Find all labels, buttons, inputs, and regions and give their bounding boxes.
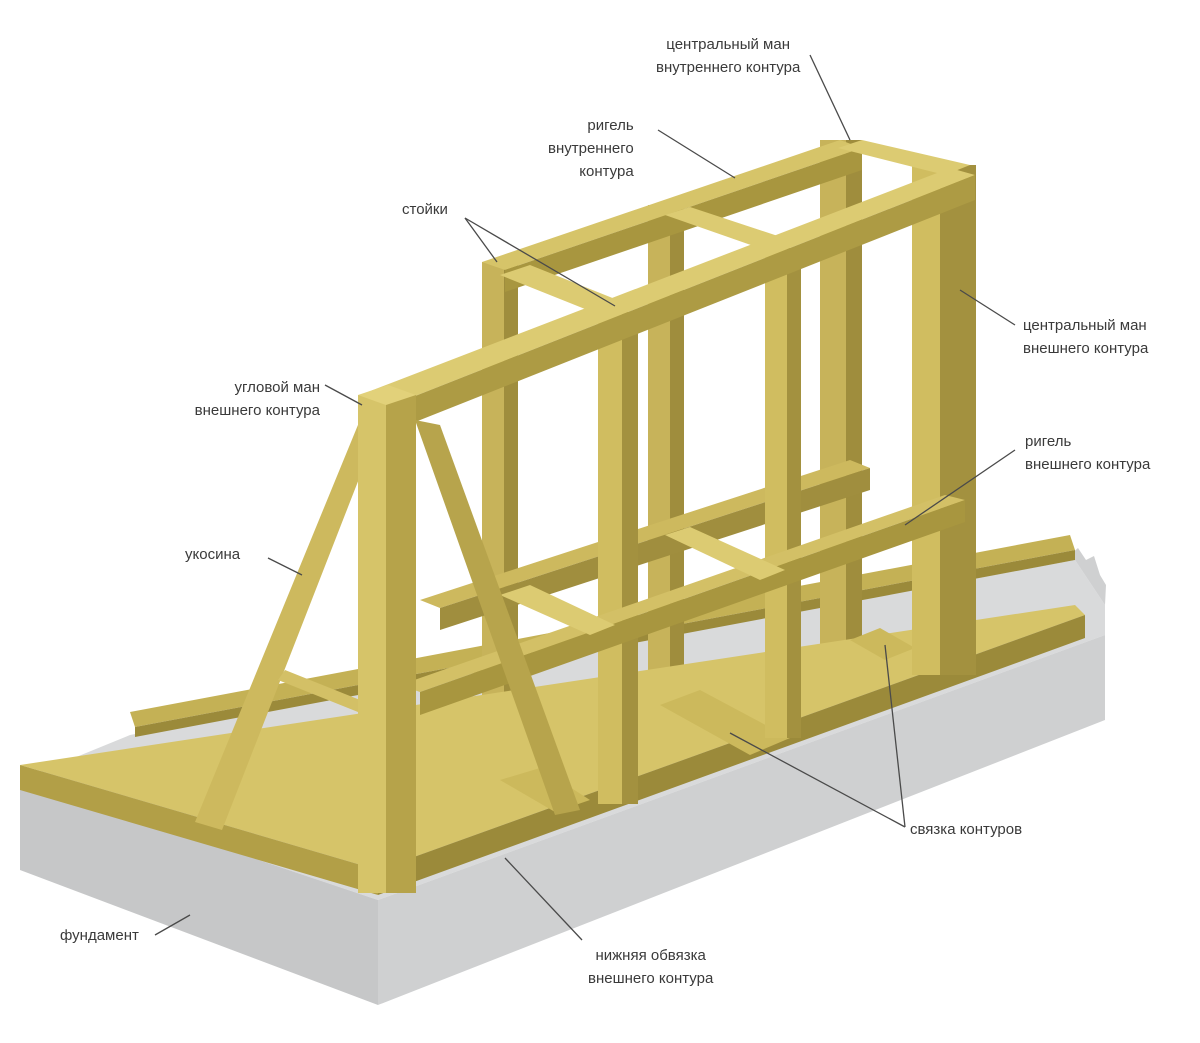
tie: [838, 140, 970, 175]
leader-rigel-outer: [904, 449, 1016, 526]
outer-post-2: [765, 248, 787, 738]
outer-mid-post-side: [622, 312, 638, 804]
label-central-inner: центральный ман внутреннего контура: [656, 33, 800, 79]
tie: [850, 628, 915, 660]
leader-ukosina: [267, 557, 303, 576]
beam-top: [400, 495, 965, 692]
label-line: ригель: [587, 117, 634, 134]
tie: [665, 207, 790, 250]
outer-central-post-side: [940, 165, 976, 675]
leader-stoiki-1: [464, 217, 498, 263]
beam-side: [400, 175, 975, 428]
leader-svyazka-2: [884, 644, 906, 828]
corner-post-top: [358, 385, 416, 405]
label-line: укосина: [185, 546, 241, 563]
label-line: нижняя обвязка: [595, 947, 706, 964]
inner-central-post-side: [846, 140, 862, 650]
label-line: фундамент: [60, 927, 139, 944]
beam: [420, 460, 870, 608]
foundation-front: [20, 780, 378, 1005]
tie: [660, 690, 790, 755]
outer-posts: [598, 165, 976, 804]
label-rigel-outer: ригель внешнего контура: [1025, 430, 1150, 476]
label-line: внешнего контура: [1023, 340, 1149, 357]
leader-bottom-plate: [504, 857, 583, 941]
label-ukosina: укосина: [185, 543, 240, 566]
leader-stoiki-2: [464, 217, 616, 307]
beam-top: [360, 168, 975, 402]
leader-central-inner: [809, 54, 851, 141]
inner-mid-post: [648, 205, 670, 705]
label-line: контура: [579, 163, 634, 180]
leader-svyazka-1: [729, 732, 906, 828]
corner-post: [358, 385, 416, 893]
top-cross-ties: [500, 140, 970, 635]
label-line: внешнего контура: [1025, 456, 1151, 473]
label-line: внутреннего контура: [656, 59, 801, 76]
label-line: внешнего контура: [588, 970, 714, 987]
inner-middle-rail: [420, 460, 870, 630]
beam: [482, 140, 862, 270]
label-central-outer: центральный ман внешнего контура: [1023, 314, 1148, 360]
label-line: внутреннего: [548, 140, 634, 157]
label-line: стойки: [402, 201, 448, 218]
leader-central-outer: [959, 289, 1016, 326]
foundation-ragged-edge: [1070, 548, 1106, 605]
foundation-side: [378, 635, 1105, 1005]
label-svyazka: связка контуров: [910, 818, 1022, 841]
label-line: центральный ман: [1023, 317, 1147, 334]
brace-left: [195, 420, 380, 830]
label-corner-outer: угловой ман внешнего контура: [162, 376, 320, 422]
beam-side: [378, 615, 1085, 895]
beam-front: [20, 765, 378, 895]
corner-post-front: [358, 395, 386, 893]
label-line: угловой ман: [234, 379, 320, 396]
label-rigel-inner: ригель внутреннего контура: [548, 114, 634, 183]
tie: [665, 527, 785, 580]
label-line: центральный ман: [666, 36, 790, 53]
label-stoiki: стойки: [402, 198, 448, 221]
tie: [500, 585, 615, 635]
leader-corner-outer: [324, 384, 363, 406]
tie: [500, 265, 630, 315]
leader-lines: [154, 54, 1016, 941]
label-line: ригель: [1025, 433, 1072, 450]
brace-right: [415, 420, 580, 815]
label-fundament: фундамент: [60, 924, 139, 947]
outer-top-rail: [360, 168, 975, 428]
label-bottom-plate: нижняя обвязка внешнего контура: [588, 944, 713, 990]
corner-post-side: [386, 395, 416, 893]
beam: [440, 468, 870, 630]
label-line: внешнего контура: [194, 402, 320, 419]
label-line: связка контуров: [910, 821, 1023, 838]
brace-crossbar: [278, 670, 360, 712]
outer-post-2-side: [787, 248, 801, 738]
outer-central-post: [912, 165, 940, 675]
outer-middle-rail: [400, 495, 965, 715]
inner-mid-post-side: [670, 205, 684, 705]
beam-side: [420, 500, 965, 715]
outer-mid-post: [598, 312, 622, 804]
leader-fundament: [154, 914, 191, 936]
braces: [195, 420, 580, 830]
leader-rigel-inner: [657, 129, 736, 179]
